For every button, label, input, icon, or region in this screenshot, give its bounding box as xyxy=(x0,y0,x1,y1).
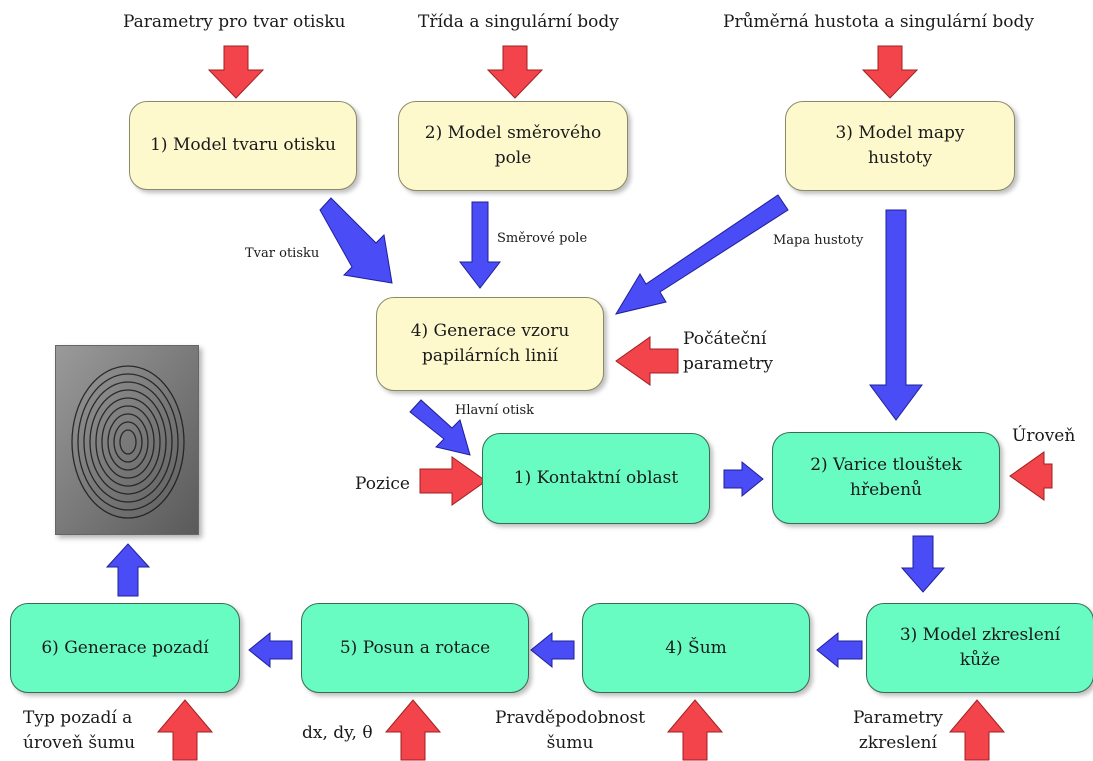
stage-background-label: 6) Generace pozadí xyxy=(41,637,209,658)
stage-background: 6) Generace pozadí xyxy=(10,603,240,693)
flow-arrow-density-left xyxy=(614,194,789,315)
input-label-density: Průměrná hustota a singulární body xyxy=(723,12,1034,32)
flow-arrow-thickness-skin xyxy=(900,535,946,593)
input-arrow-shift xyxy=(384,699,442,761)
edge-label-shape: Tvar otisku xyxy=(245,246,320,261)
input-arrow-initial xyxy=(615,336,679,386)
input-arrow-density xyxy=(861,45,919,99)
stage-shift-rotation: 5) Posun a rotace xyxy=(301,603,529,693)
flow-arrow-density-down xyxy=(869,209,923,421)
stage-shift-label: 5) Posun a rotace xyxy=(339,637,491,658)
input-arrow-noise xyxy=(666,699,724,761)
flow-arrow-contact-thickness xyxy=(723,460,764,498)
stage-noise: 4) Šum xyxy=(582,603,810,693)
stage-shape-model: 1) Model tvaru otisku xyxy=(129,101,357,190)
input-arrow-level xyxy=(1009,451,1053,501)
input-label-shift: dx, dy, θ xyxy=(302,723,373,743)
input-arrow-shape xyxy=(207,45,265,99)
stage-noise-label: 4) Šum xyxy=(665,637,727,658)
input-arrow-distortion xyxy=(948,699,1006,761)
input-label-position: Pozice xyxy=(355,474,410,494)
input-label-orientation: Třída a singulární body xyxy=(418,12,619,32)
flow-arrow-noise-shift xyxy=(530,631,575,669)
edge-label-density: Mapa hustoty xyxy=(773,233,864,248)
flow-arrow-skin-noise xyxy=(816,631,863,669)
fingerprint-image xyxy=(55,345,199,535)
edge-label-orientation: Směrové pole xyxy=(497,231,588,246)
input-arrow-orientation xyxy=(486,45,544,99)
input-arrow-position xyxy=(419,456,487,506)
flow-arrow-shape xyxy=(319,197,393,284)
flow-arrow-master xyxy=(409,399,471,456)
stage-contact-region: 1) Kontaktní oblast xyxy=(482,433,710,524)
stage-shape-model-label: 1) Model tvaru otisku xyxy=(150,135,336,156)
input-label-level: Úroveň xyxy=(1012,426,1076,446)
flow-arrow-shift-background xyxy=(248,631,293,669)
input-arrow-background xyxy=(156,699,214,761)
flow-arrow-background-image xyxy=(105,543,151,597)
input-label-shape: Parametry pro tvar otisku xyxy=(123,12,346,32)
edge-label-master: Hlavní otisk xyxy=(455,403,535,418)
flow-arrow-orientation xyxy=(458,201,502,289)
stage-contact-label: 1) Kontaktní oblast xyxy=(513,468,679,489)
